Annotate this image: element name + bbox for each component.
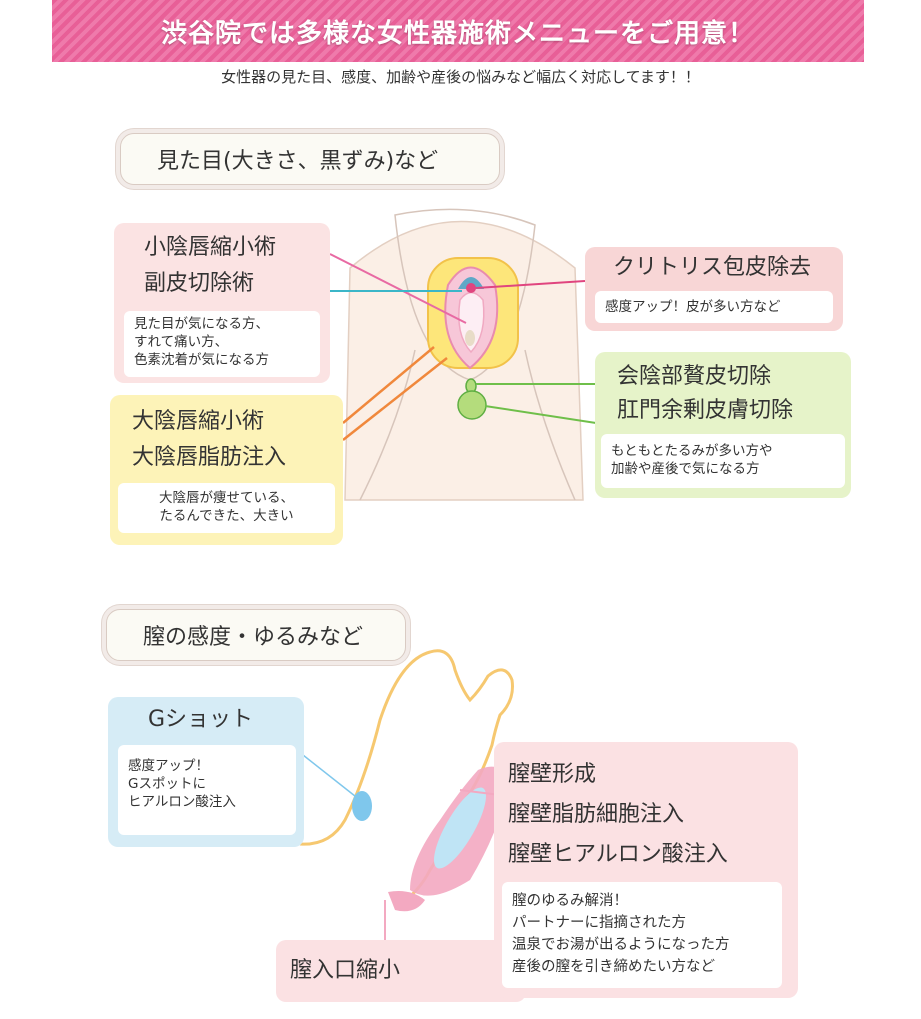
section-header-appearance: 見た目(大きさ、黒ずみ)など bbox=[120, 133, 500, 185]
vaginal-wall-note: 膣のゆるみ解消！ パートナーに指摘された方 温泉でお湯が出るようになった方 産後… bbox=[502, 882, 782, 988]
perineum-note: もともとたるみが多い方や 加齢や産後で気になる方 bbox=[601, 434, 845, 488]
g-shot-box: Gショット 感度アップ！ Gスポットに ヒアルロン酸注入 bbox=[108, 697, 304, 847]
note-line: 温泉でお湯が出るようになった方 bbox=[512, 937, 730, 953]
note-line: 見た目が気になる方、 bbox=[134, 316, 269, 332]
note-line: 色素沈着が気になる方 bbox=[134, 352, 269, 368]
section-header-label: 膣の感度・ゆるみなど bbox=[143, 625, 364, 650]
note-line: Gスポットに bbox=[128, 776, 206, 792]
perineum-title-2: 肛門余剰皮膚切除 bbox=[617, 398, 794, 423]
labia-majora-note: 大陰唇が痩せている、 たるんできた、大きい bbox=[118, 483, 335, 533]
note-line: 膣のゆるみ解消！ bbox=[512, 893, 628, 909]
vaginal-wall-box: 膣壁形成 膣壁脂肪細胞注入 膣壁ヒアルロン酸注入 膣のゆるみ解消！ パートナーに… bbox=[494, 742, 798, 998]
labia-minora-note: 見た目が気になる方、 すれて痛い方、 色素沈着が気になる方 bbox=[124, 311, 320, 377]
clitoral-hood-note: 感度アップ！皮が多い方など bbox=[595, 291, 833, 323]
note-line: 加齢や産後で気になる方 bbox=[611, 461, 760, 477]
g-shot-note: 感度アップ！ Gスポットに ヒアルロン酸注入 bbox=[118, 745, 296, 835]
vaginal-entrance-title: 膣入口縮小 bbox=[290, 958, 401, 983]
labia-majora-title-2: 大陰唇脂肪注入 bbox=[132, 445, 287, 470]
labia-minora-title-2: 副皮切除術 bbox=[144, 271, 255, 296]
g-shot-title: Gショット bbox=[148, 707, 254, 732]
banner-title: 渋谷院では多様な女性器施術メニューをご用意！ bbox=[160, 18, 755, 49]
page-subtitle: 女性器の見た目、感度、加齢や産後の悩みなど幅広く対応してます！！ bbox=[221, 68, 700, 86]
labia-minora-title-1: 小陰唇縮小術 bbox=[144, 235, 277, 260]
perineum-box: 会陰部贅皮切除 肛門余剰皮膚切除 もともとたるみが多い方や 加齢や産後で気になる… bbox=[595, 352, 851, 498]
labia-minora-box: 小陰唇縮小術 副皮切除術 見た目が気になる方、 すれて痛い方、 色素沈着が気にな… bbox=[114, 223, 330, 383]
note-line: パートナーに指摘された方 bbox=[512, 915, 686, 931]
labia-majora-title-1: 大陰唇縮小術 bbox=[132, 409, 265, 434]
vaginal-wall-title-2: 膣壁脂肪細胞注入 bbox=[508, 802, 685, 827]
note-line: すれて痛い方、 bbox=[134, 334, 229, 350]
vaginal-wall-title-3: 膣壁ヒアルロン酸注入 bbox=[508, 842, 728, 867]
perineum-title-1: 会陰部贅皮切除 bbox=[617, 364, 772, 389]
note-line: 大陰唇が痩せている、 bbox=[159, 490, 294, 506]
note-line: ヒアルロン酸注入 bbox=[128, 794, 236, 810]
vaginal-entrance-box: 膣入口縮小 bbox=[276, 940, 526, 1002]
note-line: 感度アップ！ bbox=[128, 758, 209, 774]
note-line: もともとたるみが多い方や bbox=[611, 443, 773, 459]
section-header-label: 見た目(大きさ、黒ずみ)など bbox=[157, 149, 439, 174]
note-line: たるんできた、大きい bbox=[159, 508, 294, 524]
section-header-sensitivity: 膣の感度・ゆるみなど bbox=[106, 609, 406, 661]
header-banner: 渋谷院では多様な女性器施術メニューをご用意！ bbox=[52, 0, 864, 62]
labia-majora-box: 大陰唇縮小術 大陰唇脂肪注入 大陰唇が痩せている、 たるんできた、大きい bbox=[110, 395, 343, 545]
note-line: 産後の膣を引き締めたい方など bbox=[512, 959, 715, 975]
clitoral-hood-title: クリトリス包皮除去 bbox=[613, 255, 812, 280]
clitoral-hood-box: クリトリス包皮除去 感度アップ！皮が多い方など bbox=[585, 247, 843, 331]
vaginal-wall-title-1: 膣壁形成 bbox=[508, 762, 597, 787]
